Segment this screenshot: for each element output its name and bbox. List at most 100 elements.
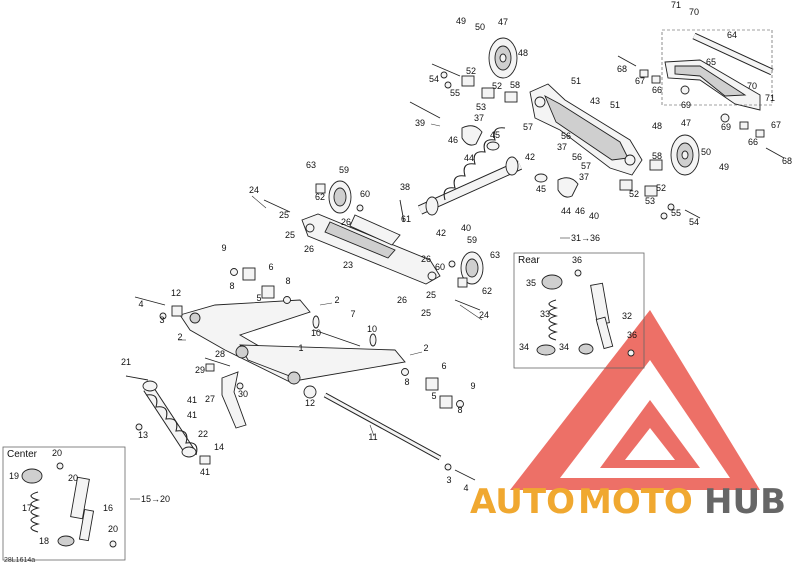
callout-10a: 10 (311, 328, 321, 338)
callout-41b: 41 (187, 410, 197, 420)
callout-40a: 40 (589, 211, 599, 221)
callout-60b: 60 (435, 262, 445, 272)
callout-50b: 50 (701, 147, 711, 157)
middle-hardware (263, 183, 481, 311)
callout-41c: 41 (200, 467, 210, 477)
callout-40b: 40 (461, 223, 471, 233)
callout-34b: 34 (559, 342, 569, 352)
callout-8a: 8 (229, 281, 234, 291)
watermark-part-1: AUTO (470, 482, 575, 522)
watermark-text: AUTO MOTO HUB (470, 482, 786, 522)
callout-41a: 41 (187, 395, 197, 405)
front-arm (179, 299, 406, 385)
callout-28a: 28 (215, 349, 225, 359)
callout-52c: 52 (629, 189, 639, 199)
callout-52b: 52 (492, 81, 502, 91)
callout-10b: 10 (367, 324, 377, 334)
callout-71b: 71 (765, 93, 775, 103)
callout-7a: 7 (350, 309, 355, 319)
callout-2a: 2 (334, 295, 339, 305)
callout-51a: 51 (571, 76, 581, 86)
center-inset (2, 446, 126, 561)
callout-36b: 36 (627, 330, 637, 340)
callout-33a: 33 (540, 309, 550, 319)
callout-8d: 8 (457, 405, 462, 415)
rear-inset (513, 252, 645, 369)
callout-60a: 60 (360, 189, 370, 199)
callout-53b: 53 (645, 196, 655, 206)
callout-37b: 37 (557, 142, 567, 152)
callout-14a: 14 (214, 442, 224, 452)
watermark-part-3: HUB (704, 482, 786, 522)
callout-69b: 69 (721, 122, 731, 132)
callout-5a: 5 (256, 293, 261, 303)
callout-45a: 45 (490, 130, 500, 140)
idler-wheel-upper-left (488, 37, 518, 79)
callout-46a: 46 (448, 135, 458, 145)
callout-44b: 44 (561, 206, 571, 216)
callout-36a: 36 (572, 255, 582, 265)
center-inset-title: Center (7, 449, 38, 460)
callout-67b: 67 (771, 120, 781, 130)
callout-54b: 54 (689, 217, 699, 227)
callout-59a: 59 (339, 165, 349, 175)
callout-62a: 62 (315, 192, 325, 202)
drawing-code: 28L1614a (4, 557, 35, 564)
callout-67a: 67 (635, 76, 645, 86)
callout-30a: 30 (238, 389, 248, 399)
callout-58a: 58 (510, 80, 520, 90)
callout-1a: 1 (298, 343, 303, 353)
callout-35a: 35 (526, 278, 536, 288)
callout-48a: 48 (518, 48, 528, 58)
upper-spacers (409, 63, 701, 220)
callout-57b: 57 (581, 161, 591, 171)
callout-66b: 66 (748, 137, 758, 147)
callout-38a: 38 (400, 182, 410, 192)
idler-wheel-middle-right (460, 251, 484, 285)
callout-34a: 34 (519, 342, 529, 352)
callout-16a: 16 (103, 503, 113, 513)
callout-63a: 63 (306, 160, 316, 170)
idler-wheel-upper-right (670, 134, 700, 176)
callout-68b: 68 (782, 156, 792, 166)
callout-71a: 71 (671, 0, 681, 10)
callout-51b: 51 (610, 100, 620, 110)
watermark-part-2: MOTO (578, 482, 693, 522)
callout-27a: 27 (205, 394, 215, 404)
callout-21a: 21 (121, 357, 131, 367)
callout-25a: 25 (279, 210, 289, 220)
callout-39a: 39 (415, 118, 425, 128)
callout-54a: 54 (429, 74, 439, 84)
stopper-bracket (204, 357, 247, 429)
callout-70b: 70 (747, 81, 757, 91)
callout-42a: 42 (525, 152, 535, 162)
callout-25c: 25 (426, 290, 436, 300)
callout-53a: 53 (476, 102, 486, 112)
callout-26a: 26 (341, 217, 351, 227)
callout-70a: 70 (689, 7, 699, 17)
callout-25b: 25 (285, 230, 295, 240)
rocker-arm (529, 83, 643, 176)
callout-12b: 12 (305, 398, 315, 408)
callout-2b: 2 (177, 332, 182, 342)
callout-6a: 6 (268, 262, 273, 272)
callout-55a: 55 (450, 88, 460, 98)
callout-49b: 49 (719, 162, 729, 172)
callout-47a: 47 (498, 17, 508, 27)
callout-29a: 29 (195, 365, 205, 375)
callout-62b: 62 (482, 286, 492, 296)
callout-19a: 19 (9, 471, 19, 481)
center-shock-absorber (417, 127, 523, 216)
callout-52d: 52 (656, 183, 666, 193)
callout-25d: 25 (421, 308, 431, 318)
callout-24a: 24 (249, 185, 259, 195)
callout-52a: 52 (466, 66, 476, 76)
callout-43a: 43 (590, 96, 600, 106)
callout-69a: 69 (681, 100, 691, 110)
callout-65a: 65 (706, 57, 716, 67)
callout-56b: 56 (572, 152, 582, 162)
callout-5b: 5 (431, 391, 436, 401)
upper-bracket-assembly (617, 29, 785, 159)
